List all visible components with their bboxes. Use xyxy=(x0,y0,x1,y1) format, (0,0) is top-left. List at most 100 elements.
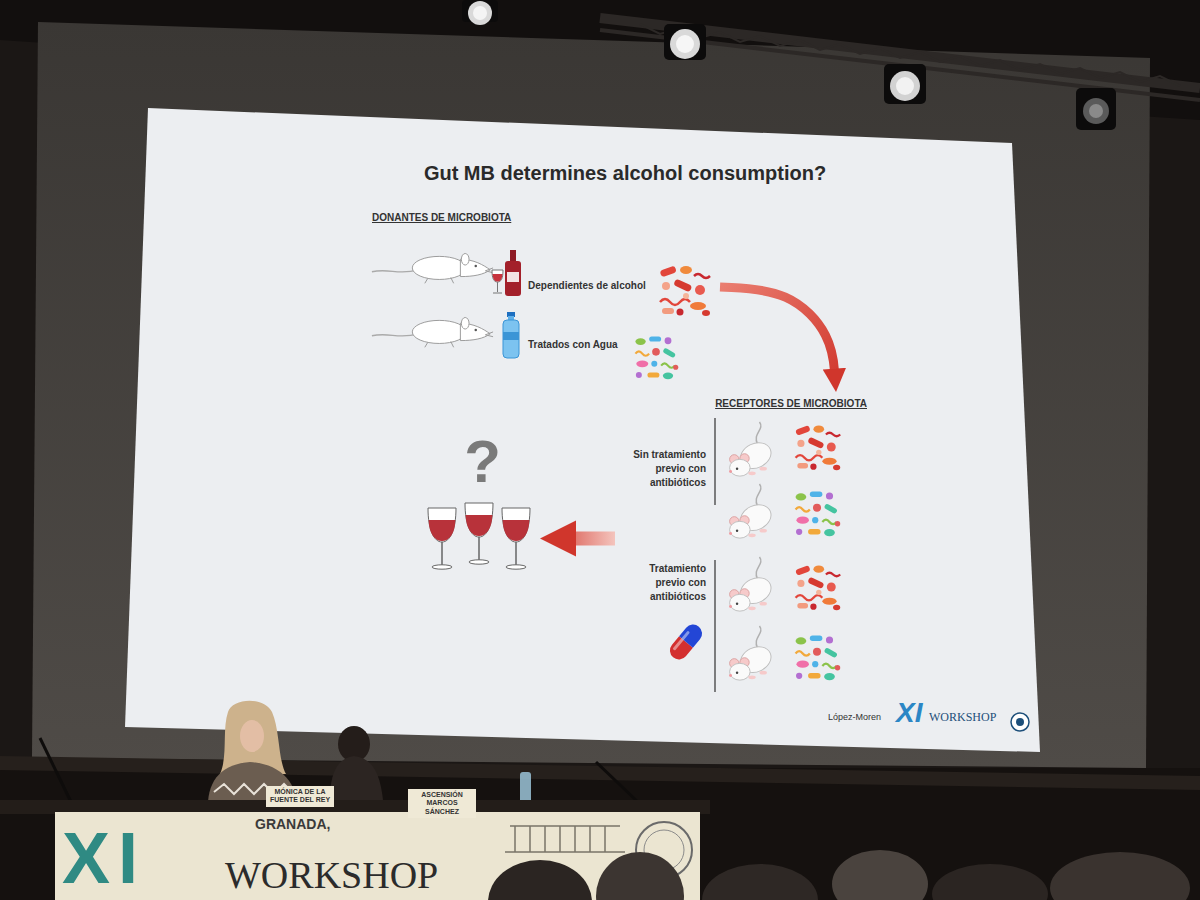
slide xyxy=(125,108,1040,752)
wine-glass xyxy=(428,508,456,569)
audience-head xyxy=(1050,852,1190,900)
wine-glass xyxy=(432,565,452,569)
wine-glass xyxy=(429,520,456,541)
wine-glass xyxy=(466,515,493,536)
wine-glass xyxy=(428,508,456,542)
flow-arrow xyxy=(720,287,835,378)
flow-arrow xyxy=(562,531,615,545)
banner-city: GRANADA, xyxy=(255,816,330,833)
lighting-truss xyxy=(600,18,1200,100)
panel-member xyxy=(330,726,384,812)
spotlight xyxy=(468,1,492,25)
wine-glass xyxy=(465,503,493,537)
spotlight xyxy=(676,35,694,53)
mouse-illustration xyxy=(729,484,775,538)
wine-glass xyxy=(502,508,530,542)
spotlight xyxy=(884,64,926,104)
bacteria-cluster xyxy=(795,425,840,470)
logo-emblem xyxy=(1011,713,1029,731)
stage-edge xyxy=(0,756,1200,790)
logo-emblem xyxy=(1011,713,1029,731)
banner-wordmark: WORKSHOP xyxy=(225,856,438,894)
wine-glass xyxy=(441,542,443,566)
wine-bottle xyxy=(507,272,519,282)
audience-head xyxy=(596,852,684,900)
connector-layer xyxy=(562,287,835,538)
condition-label: Tratamiento previo con antibióticos xyxy=(620,562,706,604)
bacteria-cluster xyxy=(795,565,840,610)
antibiotic-pill xyxy=(666,621,706,663)
logo-emblem xyxy=(1016,718,1024,726)
audience-head xyxy=(488,860,592,900)
wine-glass xyxy=(469,560,489,564)
water-bottle xyxy=(503,320,519,358)
microphone xyxy=(40,738,72,804)
bacteria-cluster xyxy=(659,265,710,316)
banner-emblem xyxy=(505,826,625,852)
panel-member xyxy=(240,720,264,752)
bacteria-cluster xyxy=(796,636,841,681)
microphone xyxy=(596,762,640,804)
audience-head xyxy=(488,850,1190,900)
rat-illustration xyxy=(372,318,493,348)
rat-illustration xyxy=(372,254,493,284)
wine-glass xyxy=(506,565,526,569)
logo-mark: XI xyxy=(896,699,922,727)
wine-glass xyxy=(465,503,493,564)
water-bottle xyxy=(503,312,519,358)
bacteria-cluster xyxy=(635,336,678,379)
name-plate: ASCENSIÓN MARCOS SÁNCHEZ xyxy=(408,789,476,818)
donor-label: Dependientes de alcohol xyxy=(528,280,717,293)
spotlight xyxy=(664,24,706,60)
question-mark: ? xyxy=(425,432,540,492)
slide-title: Gut MB determines alcohol consumption? xyxy=(385,162,865,185)
mouse-illustration xyxy=(729,626,775,680)
wine-bottle xyxy=(505,261,521,296)
spotlight xyxy=(473,6,487,20)
condition-label: Sin tratamiento previo con antibióticos xyxy=(620,448,706,490)
audience-head xyxy=(702,864,818,900)
group-heading: RECEPTORES DE MICROBIOTA xyxy=(617,398,867,411)
wine-bottle xyxy=(493,274,503,282)
recipient-condition: Tratamiento previo con antibióticos xyxy=(618,562,708,606)
spotlight xyxy=(896,77,914,95)
spotlight xyxy=(890,71,920,101)
audience-head xyxy=(832,850,928,900)
spotlight xyxy=(1076,88,1116,130)
spotlight xyxy=(462,0,1116,130)
banner-logo: XI xyxy=(62,822,146,894)
group-heading: DONANTES DE MICROBIOTA xyxy=(372,212,723,225)
audience-head xyxy=(932,864,1048,900)
wine-glass xyxy=(503,520,530,541)
donor-row: Tratados con Agua xyxy=(525,333,675,365)
spotlight xyxy=(1089,104,1103,118)
spotlight xyxy=(1083,98,1109,124)
wine-bottle xyxy=(492,250,521,296)
recipient-condition: Sin tratamiento previo con antibióticos xyxy=(618,448,708,492)
antibiotic-pill xyxy=(672,630,690,650)
donor-group: DONANTES DE MICROBIOTA Dependientes de al… xyxy=(370,210,725,385)
wine-bottle xyxy=(492,270,503,282)
panel-table xyxy=(0,800,710,814)
projection-screen xyxy=(32,22,1150,768)
outcome-glasses: ? xyxy=(425,430,540,570)
mouse-illustration xyxy=(729,557,775,611)
name-plate: MÓNICA DE LA FUENTE DEL REY xyxy=(266,786,334,807)
donor-label: Tratados con Agua xyxy=(528,339,672,352)
wine-glass xyxy=(478,537,480,561)
spotlight xyxy=(670,29,700,59)
wine-glass xyxy=(515,542,517,566)
water-bottle xyxy=(503,332,519,340)
author-credit: López-Moren xyxy=(828,712,881,723)
recipient-group: RECEPTORES DE MICROBIOTA Sin tratamiento … xyxy=(615,392,875,697)
antibiotic-pill xyxy=(679,621,706,648)
mouse-illustration xyxy=(729,422,775,476)
wine-bottle xyxy=(493,282,502,293)
logo-wordmark: WORKSHOP xyxy=(929,710,996,724)
donor-row: Dependientes de alcohol xyxy=(525,270,720,304)
group-bracket xyxy=(714,418,715,692)
wine-glass xyxy=(502,508,530,569)
